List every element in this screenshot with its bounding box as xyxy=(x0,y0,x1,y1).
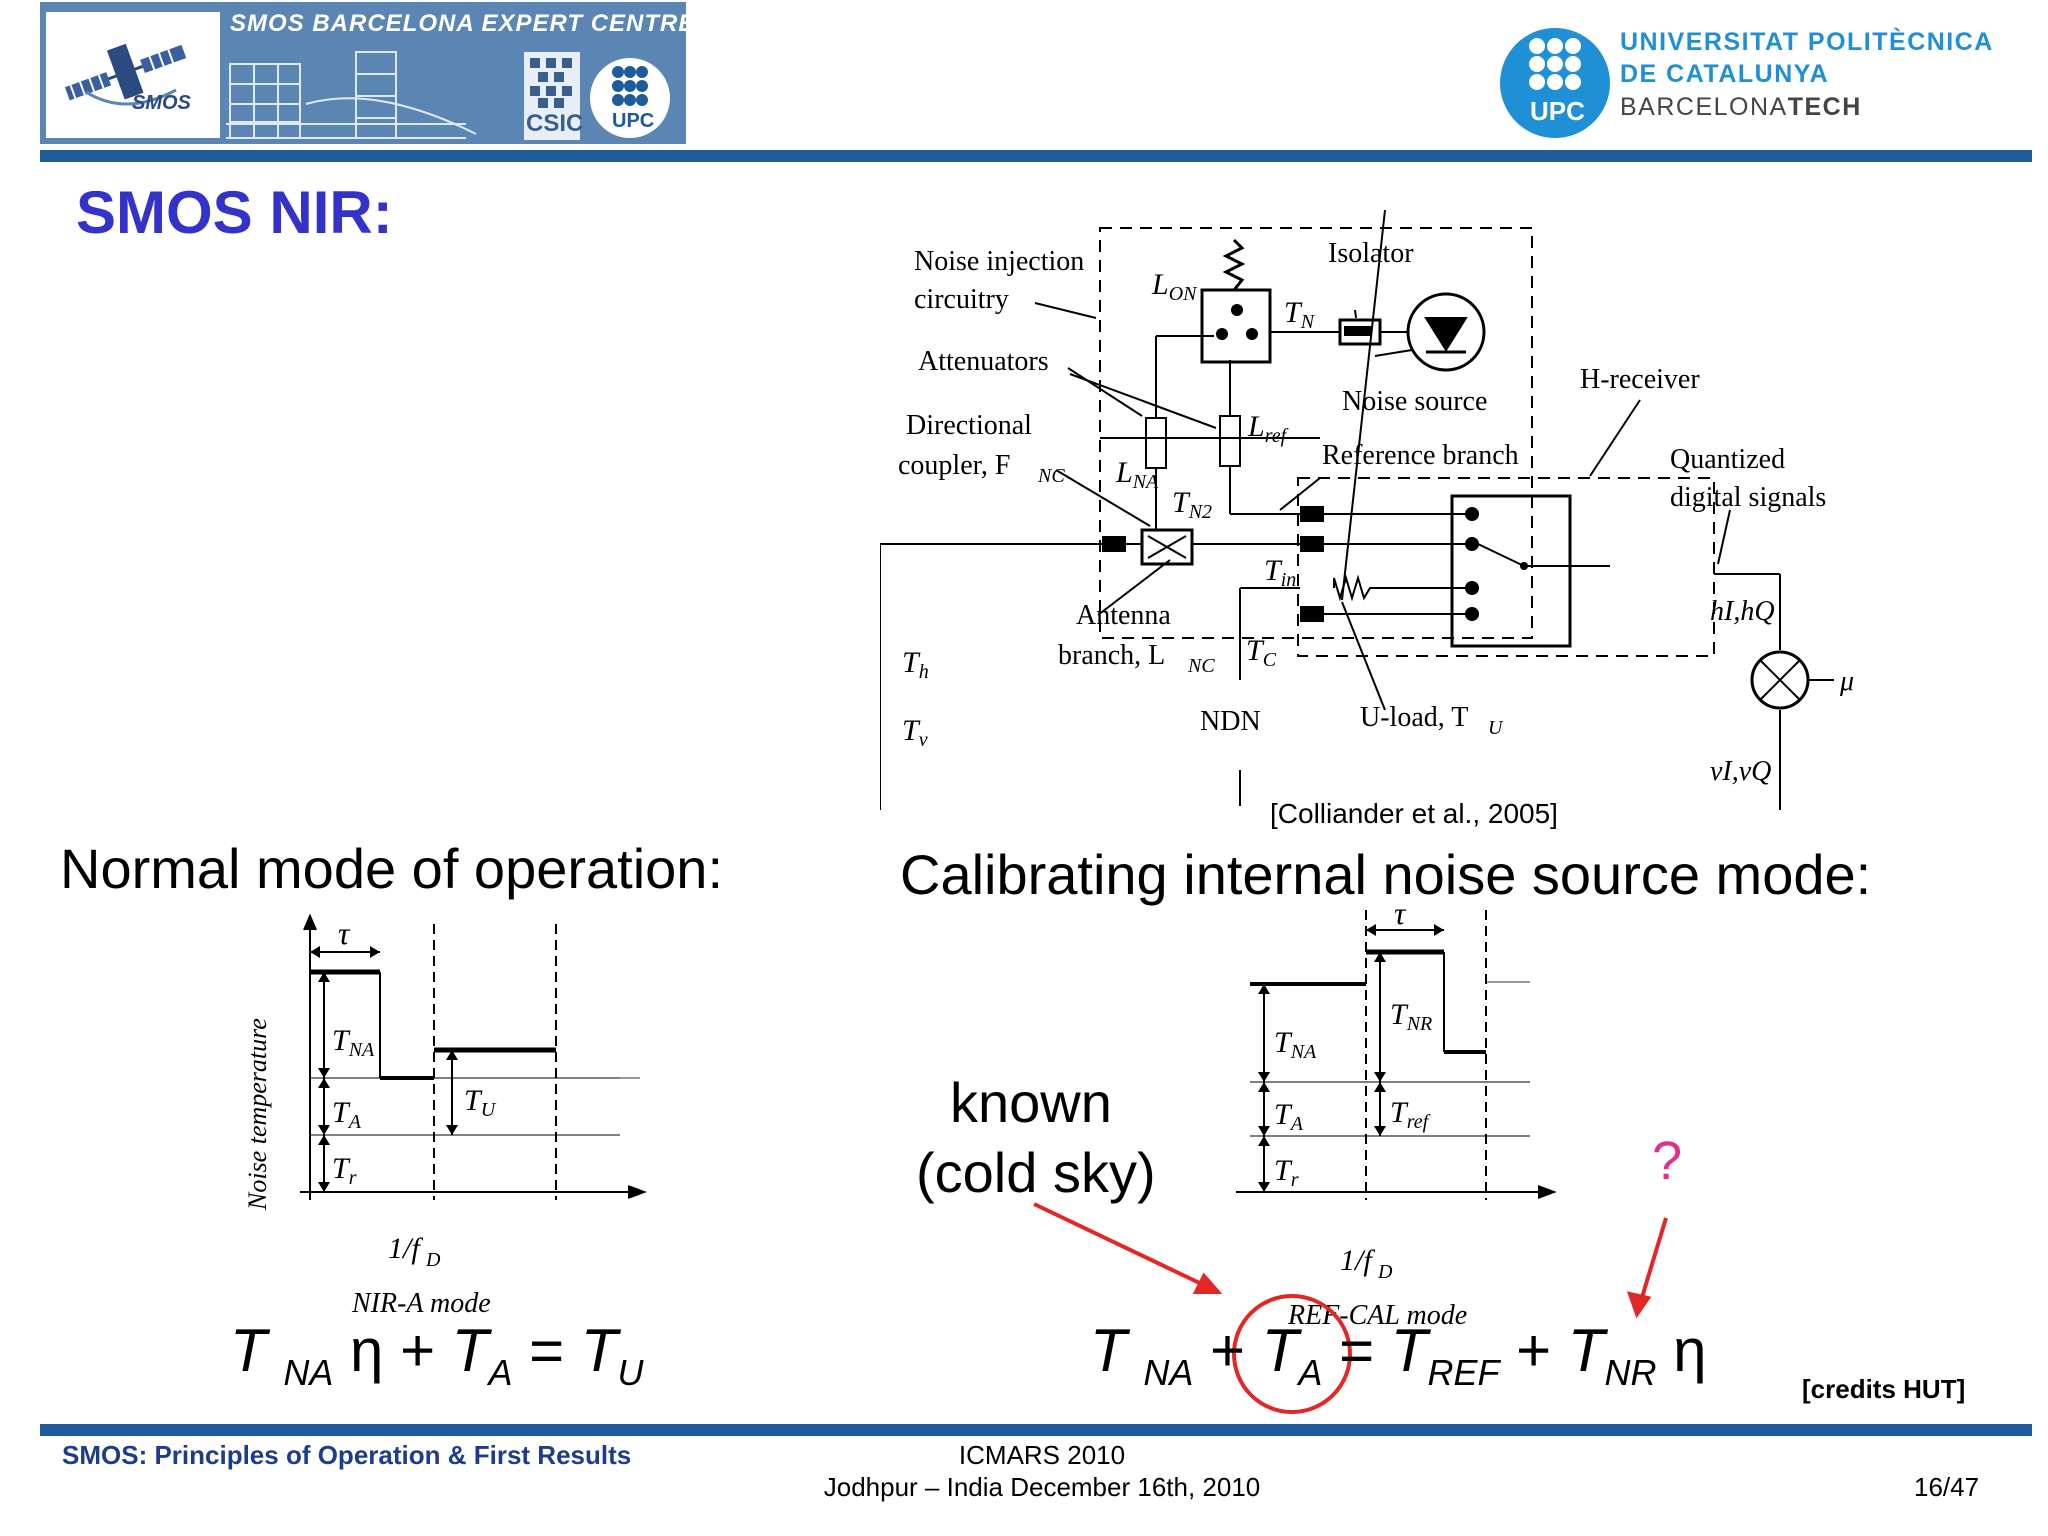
upc-small-logo: UPC xyxy=(590,58,670,138)
svg-text:Tin: Tin xyxy=(1264,554,1296,591)
ta-highlight-circle xyxy=(1232,1294,1352,1414)
university-line3a: BARCELONA xyxy=(1620,93,1788,121)
label-antenna-sub: NC xyxy=(1187,655,1215,677)
label-ndn: NDN xyxy=(1200,706,1261,737)
smos-logo-text: SMOS xyxy=(132,92,191,114)
y-axis-label: Noise temperature xyxy=(243,1018,272,1211)
question-arrow xyxy=(1638,1217,1668,1305)
ref-cal-timing-plot: TNA TA Tr TNR Tref τ 1/f D REF-CAL mode xyxy=(1236,900,1557,1331)
label-coupler-sub: NC xyxy=(1037,465,1065,487)
smos-logo-panel: SMOS xyxy=(46,12,220,138)
label-quantized-2: digital signals xyxy=(1670,482,1826,513)
question-mark: ? xyxy=(1652,1131,1683,1191)
label-directional-coupler-1: Directional xyxy=(906,410,1032,441)
receiver-switch xyxy=(1450,494,1572,648)
tau-label-a: τ xyxy=(338,915,351,951)
nir-a-timing-plot: TNA TA Tr TU τ Noise temperature 1/f D N… xyxy=(243,913,647,1319)
directional-coupler xyxy=(1140,528,1194,566)
credits-label: [credits HUT] xyxy=(1802,1374,1966,1404)
label-antenna-branch-2: branch, L xyxy=(1058,640,1165,671)
label-noise-injection-1: Noise injection xyxy=(914,246,1084,277)
label-isolator: Isolator xyxy=(1328,238,1414,269)
mode-b-label: REF-CAL mode xyxy=(1287,1300,1467,1331)
nir-circuit-diagram: Noise injection circuitry Attenuators Di… xyxy=(880,210,1854,810)
footer-center-line1: ICMARS 2010 xyxy=(958,1440,1126,1470)
header-divider xyxy=(40,150,2032,162)
footer-left: SMOS: Principles of Operation & First Re… xyxy=(62,1440,632,1470)
label-u-load: U-load, T xyxy=(1360,702,1468,733)
h-receiver-box xyxy=(1297,477,1715,657)
university-line3: BARCELONATECH xyxy=(1620,93,1862,122)
label-antenna-branch-1: Antenna xyxy=(1076,600,1171,631)
known-label: known xyxy=(950,1071,1112,1134)
footer-divider xyxy=(40,1424,2032,1436)
page-number: 16/47 xyxy=(1914,1472,1980,1502)
csic-logo: CSIC xyxy=(524,52,584,140)
label-directional-coupler-2: coupler, F xyxy=(898,450,1010,481)
upc-logo: UPC xyxy=(1500,28,1610,138)
building-sketch-icon xyxy=(226,51,477,139)
university-line2: DE CATALUNYA xyxy=(1620,60,1830,88)
label-reference-branch: Reference branch xyxy=(1322,440,1519,471)
label-h-receiver: H-receiver xyxy=(1580,364,1700,395)
label-noise-injection-2: circuitry xyxy=(914,284,1009,315)
csic-text: CSIC xyxy=(526,110,584,137)
upc-logo-text: UPC xyxy=(1530,96,1585,126)
mode-a-label: NIR-A mode xyxy=(351,1288,491,1319)
x-label-a: 1/f xyxy=(388,1232,423,1265)
label-vi-vq: vI,vQ xyxy=(1710,756,1771,787)
cold-sky-label: (cold sky) xyxy=(916,1141,1156,1204)
slide-title: SMOS NIR: xyxy=(76,179,393,246)
university-line3b: TECH xyxy=(1787,93,1862,121)
centre-title: SMOS BARCELONA EXPERT CENTRE xyxy=(230,10,696,37)
upc-logo-dots-icon xyxy=(1529,38,1581,90)
label-quantized-1: Quantized xyxy=(1670,444,1785,475)
upc-dots-icon xyxy=(612,66,648,106)
label-noise-source: Noise source xyxy=(1342,386,1487,417)
label-attenuators: Attenuators xyxy=(918,346,1049,377)
x-label-b: 1/f xyxy=(1340,1244,1375,1277)
university-line1: UNIVERSITAT POLITÈCNICA xyxy=(1620,28,1994,56)
label-hi-hq: hI,hQ xyxy=(1710,596,1775,627)
x-label-a-sub: D xyxy=(425,1249,441,1271)
normal-mode-heading: Normal mode of operation: xyxy=(60,837,724,900)
svg-text:TN2: TN2 xyxy=(1172,486,1212,523)
svg-text:LON: LON xyxy=(1151,268,1198,305)
footer-center-line2: Jodhpur – India December 16th, 2010 xyxy=(823,1472,1261,1502)
x-label-b-sub: D xyxy=(1377,1261,1393,1283)
noise-source-circle xyxy=(1406,292,1486,372)
switch-lon xyxy=(1200,288,1272,364)
svg-text:TC: TC xyxy=(1246,634,1277,671)
tau-label-b: τ xyxy=(1394,900,1407,931)
known-arrow xyxy=(1033,1202,1211,1290)
calibrating-mode-heading: Calibrating internal noise source mode: xyxy=(900,843,1872,906)
label-mu: μ xyxy=(1839,666,1854,697)
label-u-load-sub: U xyxy=(1488,717,1504,739)
satellite-icon xyxy=(64,43,187,106)
equation-calibrating: T NA + TA = TREF + TNR η xyxy=(1090,1317,1707,1393)
upc-small-text: UPC xyxy=(612,110,655,132)
csic-emblem-icon xyxy=(530,58,572,108)
equation-normal: T NA η + TA = TU xyxy=(230,1317,644,1393)
citation: [Colliander et al., 2005] xyxy=(1270,798,1558,829)
